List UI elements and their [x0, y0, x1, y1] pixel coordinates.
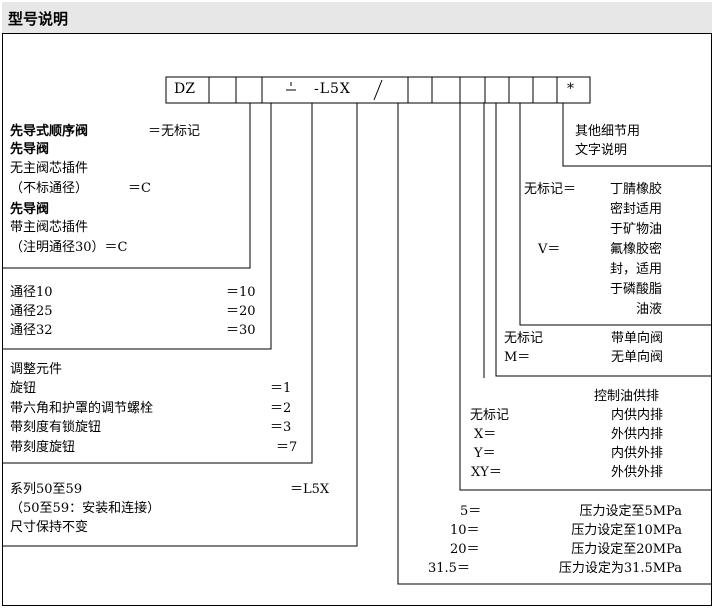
- oil-heading: 控制油供排: [594, 389, 660, 404]
- page-title: 型号说明: [8, 10, 69, 28]
- oil-key: XY＝: [471, 465, 502, 480]
- seal-value: 于矿物油: [610, 222, 663, 237]
- series-l1: 系列50至59: [10, 482, 83, 497]
- size-value: ＝10: [226, 285, 256, 300]
- series-l3: 尺寸保持不变: [10, 520, 89, 535]
- pressure-key: 10＝: [450, 523, 480, 538]
- adjust-value: ＝1: [270, 381, 292, 396]
- adjust-value: ＝2: [270, 401, 292, 416]
- pilot-l3: 无主阀芯插件: [10, 161, 89, 176]
- pilot-l1-value: ＝无标记: [148, 124, 201, 139]
- pressure-key: 5＝: [460, 504, 482, 519]
- slash-mark: [373, 79, 383, 101]
- oil-key: 无标记: [470, 408, 510, 423]
- size-label: 通径32: [10, 323, 53, 338]
- adjust-heading: 调整元件: [10, 362, 63, 377]
- pilot-l1: 先导式顺序阀: [10, 124, 89, 139]
- adjust-label: 旋钮: [10, 381, 37, 396]
- seal-value: 氟橡胶密: [610, 242, 663, 257]
- check-key: 无标记: [504, 331, 544, 346]
- size-label: 通径25: [10, 304, 53, 319]
- seal-key: V＝: [538, 242, 561, 257]
- pilot-l4-value: ＝C: [128, 181, 151, 196]
- other-l1: 其他细节用: [575, 124, 641, 139]
- size-value: ＝30: [226, 323, 256, 338]
- other-l2: 文字说明: [575, 143, 628, 158]
- header-bar: 型号说明: [2, 2, 712, 34]
- code-cell-star: *: [567, 81, 574, 97]
- check-key: M＝: [504, 350, 531, 365]
- seal-value: 油液: [636, 302, 663, 317]
- group-other-border: [562, 103, 712, 167]
- code-box: [165, 76, 591, 104]
- check-value: 带单向阀: [611, 331, 664, 346]
- group-pilot-border: [3, 103, 251, 269]
- group-adjust-border: [3, 103, 313, 464]
- adjust-value: ＝7: [276, 440, 298, 455]
- oil-value: 内供外排: [611, 446, 664, 461]
- series-l1-value: ＝L5X: [290, 482, 330, 497]
- pilot-l4: （不标通径）: [10, 181, 89, 196]
- pilot-l2: 先导阀: [10, 142, 50, 157]
- pilot-l6: 带主阀芯插件: [10, 220, 89, 235]
- adjust-label: 带刻度旋钮: [10, 440, 76, 455]
- oil-value: 外供内排: [611, 427, 664, 442]
- size-label: 通径10: [10, 285, 53, 300]
- group-size-border: [3, 103, 272, 350]
- pressure-value: 压力设定为31.5MPa: [558, 561, 682, 576]
- oil-key: Y＝: [474, 446, 496, 461]
- pressure-value: 压力设定至10MPa: [571, 523, 682, 538]
- seal-value: 密封适用: [610, 202, 663, 217]
- pilot-l7: （注明通径30）＝C: [10, 240, 128, 255]
- seal-key: 无标记＝: [524, 182, 577, 197]
- seal-value: 封，适用: [610, 262, 663, 277]
- size-value: ＝20: [226, 304, 256, 319]
- adjust-label: 带六角和护罩的调节螺栓: [10, 401, 154, 416]
- group-pressure-border: [397, 103, 712, 585]
- seal-value: 于磷酸脂: [610, 282, 663, 297]
- pilot-l5: 先导阀: [10, 202, 50, 217]
- oil-value: 内供内排: [611, 408, 664, 423]
- check-value: 无单向阀: [611, 350, 664, 365]
- pressure-key: 20＝: [450, 542, 480, 557]
- seal-value: 丁腈橡胶: [610, 182, 663, 197]
- group-seal-border: [519, 103, 712, 326]
- pressure-key: 31.5＝: [428, 561, 470, 576]
- adjust-value: ＝3: [270, 420, 292, 435]
- pressure-value: 压力设定至20MPa: [571, 542, 682, 557]
- oil-value: 外供外排: [611, 465, 664, 480]
- group-check-border: [495, 103, 712, 377]
- group-oil-border-2: [459, 103, 712, 491]
- group-series-border: [3, 103, 358, 547]
- oil-key: X＝: [474, 427, 497, 442]
- code-cell-l5x: -L5X: [314, 81, 351, 97]
- pressure-value: 压力设定至5MPa: [579, 504, 683, 519]
- series-l2: （50至59：安装和连接）: [10, 501, 161, 516]
- code-cell-dz: DZ: [174, 81, 195, 97]
- adjust-label: 带刻度有锁旋钮: [10, 420, 102, 435]
